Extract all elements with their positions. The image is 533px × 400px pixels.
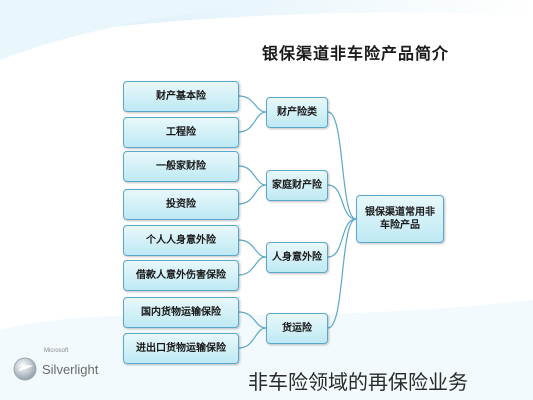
leaf-node-engineering: 工程险 [123,117,239,148]
leaf-node-general-home: 一般家财险 [123,151,239,182]
leaf-node-import-export-cargo: 进出口货物运输保险 [123,333,239,364]
leaf-node-property-basic: 财产基本险 [123,81,239,112]
category-node-cargo: 货运险 [266,313,328,344]
category-node-property: 财产险类 [266,97,328,128]
category-node-personal-accident: 人身意外险 [266,242,328,273]
leaf-node-domestic-cargo: 国内货物运输保险 [123,297,239,328]
page-title: 银保渠道非车险产品简介 [262,44,450,63]
leaf-node-borrower-accident: 借款人意外伤害保险 [123,260,239,291]
silverlight-logo: Microsoft Silverlight [12,348,102,386]
leaf-node-investment: 投资险 [123,189,239,220]
logo-text: Silverlight [42,361,99,377]
watermark-caption: 非车险领域的再保险业务 [248,370,468,394]
root-node: 银保渠道常用非车险产品 [356,195,444,243]
logo-small-text: Microsoft [44,348,69,354]
category-node-home-property: 家庭财产险 [266,170,328,201]
leaf-node-personal-accident: 个人人身意外险 [123,225,239,256]
silverlight-icon [13,357,37,381]
